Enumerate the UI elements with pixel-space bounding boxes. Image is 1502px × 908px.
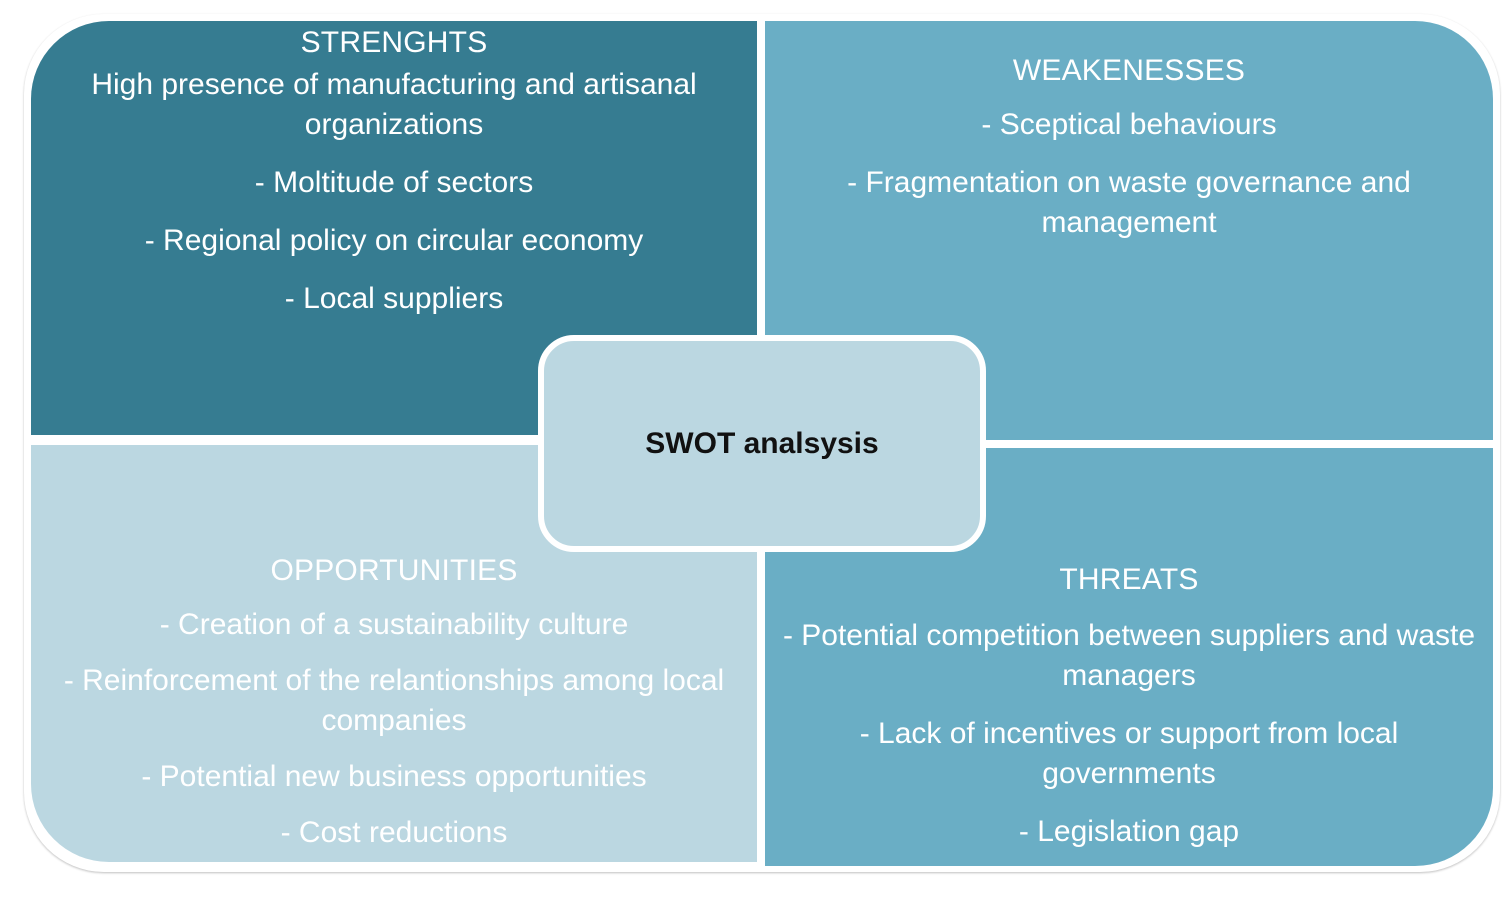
- opportunities-item: - Cost reductions: [280, 816, 508, 849]
- center-label: SWOT analsysis: [645, 426, 879, 460]
- threats-item: - Lack of incentives or support from loc…: [859, 717, 1399, 790]
- strengths-item: High presence of manufacturing and artis…: [91, 68, 697, 141]
- strengths-item: - Local suppliers: [284, 282, 504, 315]
- strengths-quadrant: STRENGHTS High presence of manufacturing…: [31, 21, 757, 435]
- weaknesses-item: - Sceptical behaviours: [981, 108, 1277, 141]
- opportunities-title: OPPORTUNITIES: [270, 554, 518, 587]
- center-label-box: SWOT analsysis: [538, 335, 986, 552]
- threats-title: THREATS: [1059, 563, 1199, 596]
- opportunities-item: - Potential new business opportunities: [141, 760, 647, 793]
- strengths-item: - Moltitude of sectors: [254, 166, 534, 199]
- weaknesses-title: WEAKENESSES: [1012, 54, 1246, 87]
- strengths-item: - Regional policy on circular economy: [144, 224, 644, 257]
- threats-item: - Potential competition between supplier…: [782, 619, 1476, 692]
- opportunities-item: - Creation of a sustainability culture: [159, 608, 629, 641]
- threats-item: - Legislation gap: [1018, 815, 1240, 848]
- weaknesses-item: - Fragmentation on waste governance and …: [847, 166, 1411, 239]
- strengths-title: STRENGHTS: [300, 26, 488, 59]
- opportunities-item: - Reinforcement of the relantionships am…: [63, 664, 725, 737]
